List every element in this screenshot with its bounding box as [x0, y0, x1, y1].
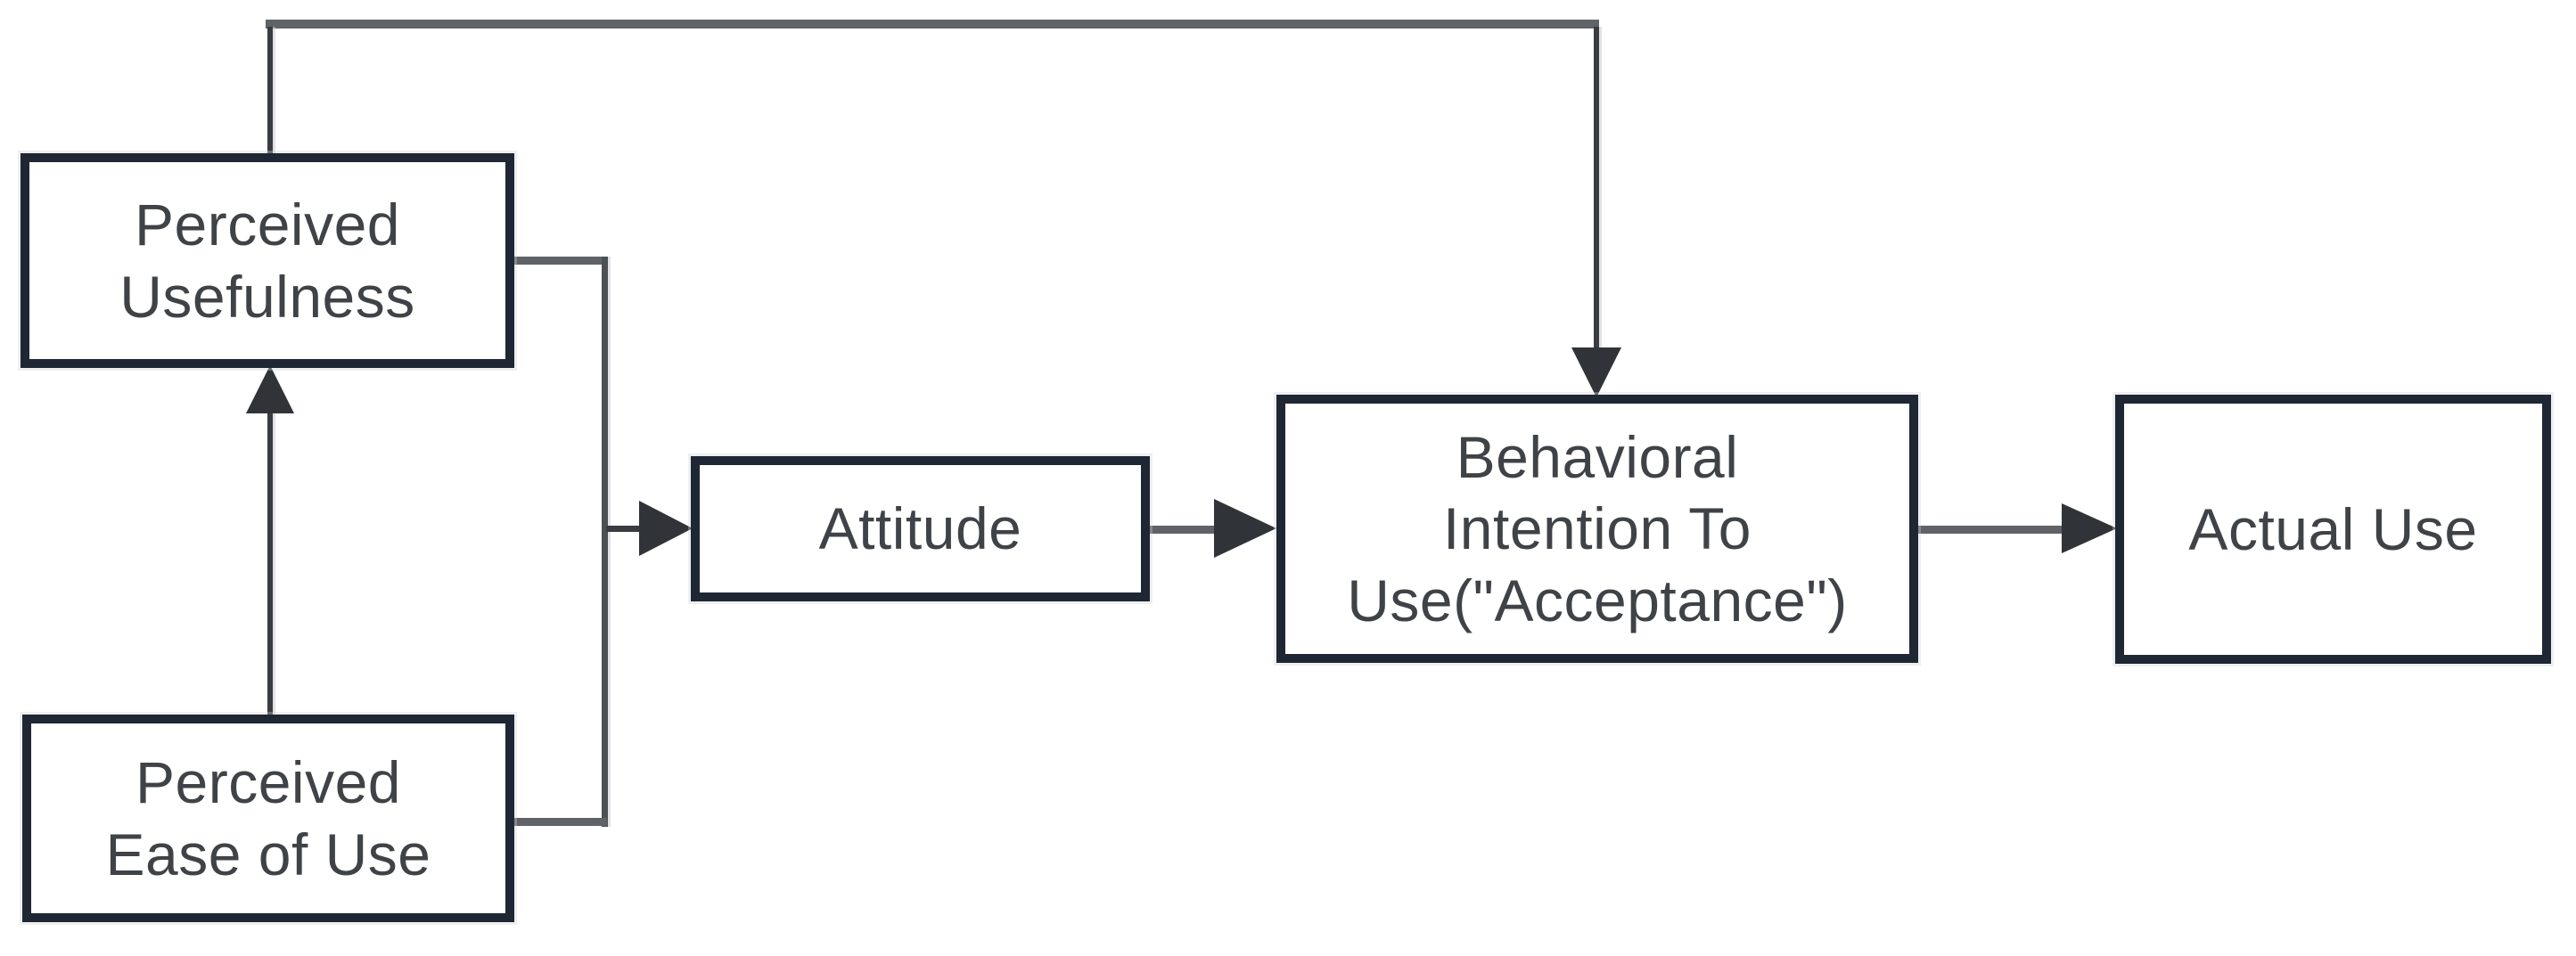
node-label: Perceived Usefulness [119, 191, 415, 330]
edge-attitude-to-bi [1148, 526, 1221, 534]
edge-rail-drop-to-bi [1594, 27, 1599, 349]
edge-joint-bus-vertical [602, 257, 608, 827]
node-label: Attitude [818, 495, 1022, 562]
edge-branch-to-attitude [606, 526, 646, 532]
edge-pu-to-bi-top-rail [266, 20, 1599, 29]
arrowhead-up-icon [246, 365, 294, 413]
node-label: Perceived Ease of Use [105, 748, 431, 887]
edge-bi-to-actual [1916, 526, 2070, 534]
arrowhead-right-icon [639, 501, 693, 556]
node-perceived-usefulness: Perceived Usefulness [21, 153, 514, 368]
node-behavioral-intention: Behavioral Intention To Use("Acceptance"… [1276, 395, 1918, 663]
node-label: Actual Use [2188, 495, 2478, 562]
edge-peou-to-pu [267, 410, 273, 715]
arrowhead-right-icon [1214, 499, 1276, 558]
node-actual-use: Actual Use [2115, 395, 2551, 664]
arrowhead-right-icon [2062, 503, 2117, 553]
edge-rail-drop-to-pu [267, 27, 273, 154]
arrowhead-down-icon [1571, 347, 1621, 397]
edge-peou-output [514, 818, 607, 826]
edge-pu-output [514, 257, 607, 265]
node-perceived-ease-of-use: Perceived Ease of Use [22, 715, 514, 922]
node-label: Behavioral Intention To Use("Acceptance"… [1347, 423, 1848, 633]
node-attitude: Attitude [691, 456, 1150, 601]
